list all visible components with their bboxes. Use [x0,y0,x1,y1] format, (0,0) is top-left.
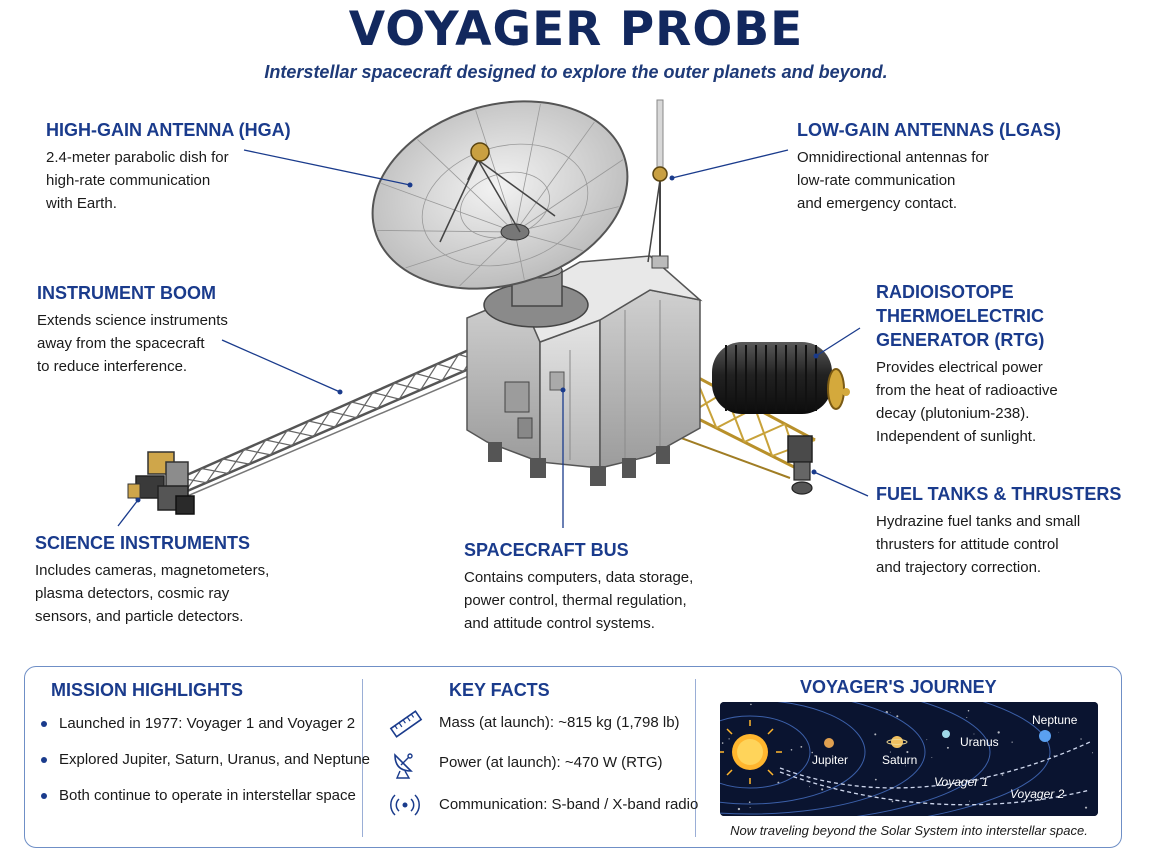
callout-title: SCIENCE INSTRUMENTS [35,533,251,553]
callout-text: Hydrazine fuel tanks and small thrusters… [876,513,1081,576]
page-subtitle: Interstellar spacecraft designed to expl… [264,62,888,82]
satellite-dish-icon [394,753,413,779]
callout-title: RADIOISOTOPE THERMOELECTRIC GENERATOR (R… [876,282,1045,350]
uranus-label: Uranus [960,735,999,749]
science-pointer [135,497,141,503]
saturn-icon [891,736,903,748]
lga-pointer [669,175,675,181]
hga-pointer [407,182,413,188]
ruler-icon [389,710,423,738]
key-facts-title: KEY FACTS [449,680,550,700]
callout-text: Omnidirectional antennas for low-rate co… [797,149,989,212]
journey-caption: Now traveling beyond the Solar System in… [730,823,1088,838]
instrument-boom [177,343,486,501]
callout-fuel-tanks-thrusters: FUEL TANKS & THRUSTERS Hydrazine fuel ta… [876,482,1146,579]
voyagers-journey-title: VOYAGER'S JOURNEY [800,677,997,697]
fact-text: Mass (at launch): ~815 kg (1,798 lb) [439,714,680,731]
panel-divider [362,679,363,837]
callout-text: Contains computers, data storage, power … [464,569,694,632]
callout-title: HIGH-GAIN ANTENNA (HGA) [46,120,291,140]
fact-mass: Mass (at launch): ~815 kg (1,798 lb) [387,705,707,741]
mission-highlights-title: MISSION HIGHLIGHTS [51,680,244,700]
callout-rtg: RADIOISOTOPE THERMOELECTRIC GENERATOR (R… [876,280,1146,448]
callout-low-gain-antennas: LOW-GAIN ANTENNAS (LGAs) Omnidirectional… [797,118,1117,215]
rtg-pointer [813,353,819,359]
callout-spacecraft-bus: SPACECRAFT BUS Contains computers, data … [464,538,784,635]
low-gain-antenna [647,99,669,269]
panel-divider [695,679,696,837]
callout-text: Includes cameras, magnetometers, plasma … [35,562,270,625]
thruster-unit [787,435,813,495]
fact-communication: Communication: S-band / X-band radio [387,787,707,823]
leader-lines [117,149,869,528]
boom-pointer [337,389,343,395]
callout-title: INSTRUMENT BOOM [37,283,216,303]
bullet-icon [41,721,47,728]
callout-text: 2.4-meter parabolic dish for high-rate c… [46,149,229,212]
radio-signal-icon [390,794,420,816]
voyager-1-label: Voyager 1 [934,775,988,789]
neptune-icon [1039,730,1051,742]
uranus-icon [942,730,950,738]
rtg-generator [712,342,850,414]
bus-pointer [560,387,566,393]
fact-power: Power (at launch): ~470 W (RTG) [387,745,707,781]
high-gain-antenna [371,100,629,290]
bullet-icon [41,757,47,764]
spacecraft-bus [466,255,703,486]
callout-high-gain-antenna: HIGH-GAIN ANTENNA (HGA) 2.4-meter parabo… [46,118,346,215]
callout-text: Provides electrical power from the heat … [876,359,1058,445]
fuel-pointer [811,469,817,475]
callout-instrument-boom: INSTRUMENT BOOM Extends science instrume… [37,281,337,378]
callout-title: FUEL TANKS & THRUSTERS [876,484,1122,504]
saturn-label: Saturn [882,753,917,767]
neptune-label: Neptune [1032,713,1078,727]
spacecraft-diagram [117,99,869,528]
highlight-item: Launched in 1977: Voyager 1 and Voyager … [41,715,355,732]
solar-system-map: Jupiter Saturn Uranus Neptune Voyager 1 … [720,702,1098,816]
fact-text: Communication: S-band / X-band radio [439,796,699,813]
callout-title: SPACECRAFT BUS [464,540,629,560]
info-panel: MISSION HIGHLIGHTS Launched in 1977: Voy… [24,666,1122,848]
highlight-item: Both continue to operate in interstellar… [41,787,356,804]
jupiter-label: Jupiter [812,753,848,767]
page-title: VOYAGER PROBE [348,2,804,57]
voyager-2-label: Voyager 2 [1010,787,1065,801]
bullet-icon [41,793,47,800]
callout-title: LOW-GAIN ANTENNAS (LGAs) [797,120,1061,140]
callout-text: Extends science instruments away from th… [37,312,228,375]
fact-text: Power (at launch): ~470 W (RTG) [439,754,663,771]
science-instruments-cluster [127,451,195,515]
jupiter-icon [824,738,834,748]
highlight-item: Explored Jupiter, Saturn, Uranus, and Ne… [41,751,370,768]
callout-science-instruments: SCIENCE INSTRUMENTS Includes cameras, ma… [35,531,355,628]
